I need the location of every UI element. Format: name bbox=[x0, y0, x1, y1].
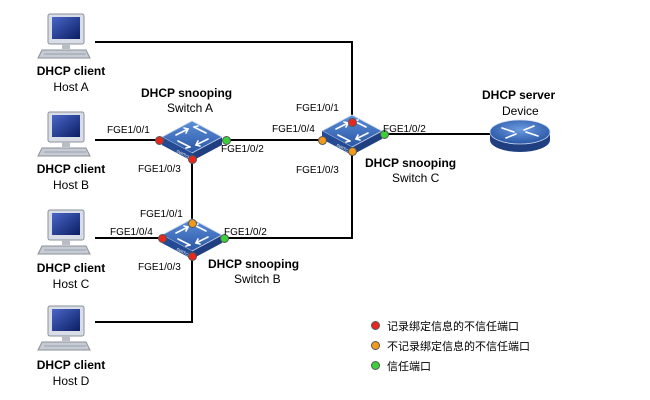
port-label-a-3: FGE1/0/3 bbox=[138, 164, 181, 175]
port-dot-c-3 bbox=[348, 147, 357, 156]
server-title: DHCP server bbox=[482, 88, 556, 102]
legend-red-dot bbox=[371, 321, 380, 330]
host-b-computer-icon bbox=[37, 111, 91, 157]
port-label-c-1: FGE1/0/1 bbox=[296, 103, 339, 114]
links bbox=[95, 41, 492, 323]
switch-c-title: DHCP snooping bbox=[365, 156, 457, 170]
host-c-computer-icon bbox=[37, 209, 91, 255]
port-label-c-2: FGE1/0/2 bbox=[383, 124, 426, 135]
host-d-title: DHCP client bbox=[36, 358, 106, 372]
legend-orange-dot bbox=[371, 341, 380, 350]
host-b-name: Host B bbox=[52, 178, 89, 192]
host-a-title: DHCP client bbox=[36, 64, 106, 78]
dhcp-server-icon bbox=[489, 119, 551, 152]
legend-label-orange: 不记录绑定信息的不信任端口 bbox=[387, 340, 530, 353]
host-b-title: DHCP client bbox=[36, 162, 106, 176]
legend-label-red: 记录绑定信息的不信任端口 bbox=[387, 320, 519, 333]
port-dot-b-3 bbox=[188, 252, 197, 261]
port-dot-c-4 bbox=[318, 136, 327, 145]
port-label-a-1: FGE1/0/1 bbox=[107, 125, 150, 136]
port-label-b-2: FGE1/0/2 bbox=[224, 227, 267, 238]
port-label-b-3: FGE1/0/3 bbox=[138, 262, 181, 273]
host-d-computer-icon bbox=[37, 305, 91, 351]
switch-c-name: Switch C bbox=[392, 171, 440, 185]
legend-label-green: 信任端口 bbox=[387, 360, 431, 373]
port-dot-b-4 bbox=[158, 234, 167, 243]
host-c-title: DHCP client bbox=[36, 261, 106, 275]
host-c-name: Host C bbox=[52, 277, 90, 291]
link-switchb-switchc bbox=[222, 150, 353, 239]
switch-b-title: DHCP snooping bbox=[208, 257, 300, 271]
host-a-computer-icon bbox=[37, 13, 91, 59]
link-hosta-switchc bbox=[95, 41, 353, 122]
port-dot-b-2 bbox=[220, 234, 229, 243]
switch-a-title: DHCP snooping bbox=[141, 86, 233, 100]
port-dot-c-1 bbox=[348, 118, 357, 127]
legend-green-dot bbox=[371, 361, 380, 370]
switch-b-name: Switch B bbox=[234, 272, 281, 286]
link-switchb-hostd bbox=[95, 256, 193, 323]
port-label-c-4: FGE1/0/4 bbox=[272, 124, 315, 135]
port-dot-a-1 bbox=[155, 136, 164, 145]
port-dot-a-2 bbox=[222, 136, 231, 145]
port-label-c-3: FGE1/0/3 bbox=[296, 165, 339, 176]
server-name: Device bbox=[502, 104, 539, 118]
host-d-name: Host D bbox=[52, 374, 90, 388]
host-a-name: Host A bbox=[53, 80, 89, 94]
switch-a-name: Switch A bbox=[167, 101, 214, 115]
port-label-b-1: FGE1/0/1 bbox=[140, 209, 183, 220]
port-dot-c-2 bbox=[380, 130, 389, 139]
port-label-b-4: FGE1/0/4 bbox=[110, 227, 153, 238]
port-dot-b-1 bbox=[188, 219, 197, 228]
port-dot-a-3 bbox=[188, 155, 197, 164]
port-label-a-2: FGE1/0/2 bbox=[221, 144, 264, 155]
